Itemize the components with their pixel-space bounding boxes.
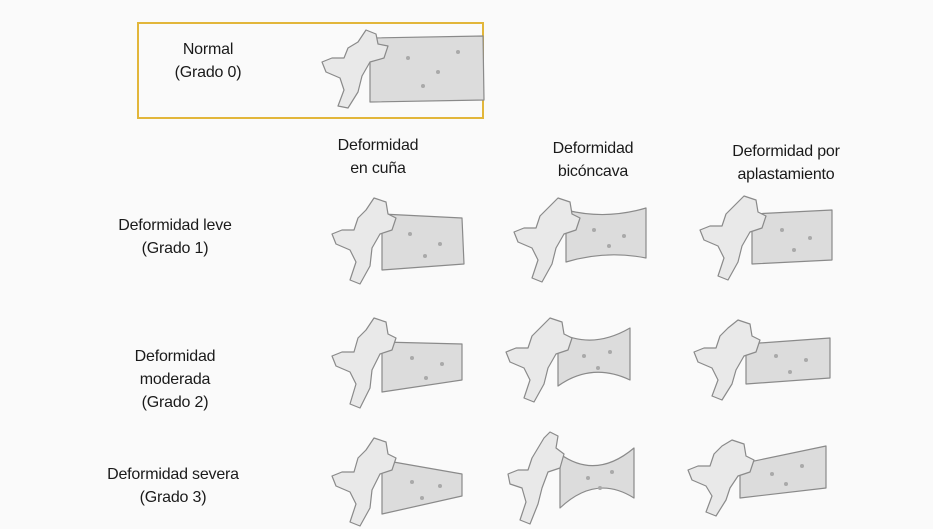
row-label-grade-3-line1: Deformidad severa xyxy=(92,463,254,486)
normal-label-line1: Normal xyxy=(152,38,264,61)
normal-label: Normal (Grado 0) xyxy=(152,38,264,84)
column-header-crush-line1: Deformidad por xyxy=(706,140,866,163)
column-header-biconcave-line1: Deformidad xyxy=(528,137,658,160)
column-header-crush-line2: aplastamiento xyxy=(706,163,866,186)
row-label-grade-2-line3: (Grado 2) xyxy=(100,391,250,414)
vertebra-biconcave-grade-3-illustration xyxy=(508,428,640,526)
row-label-grade-1-line2: (Grado 1) xyxy=(100,237,250,260)
column-header-wedge: Deformidad en cuña xyxy=(318,134,438,180)
row-label-grade-2-line2: moderada xyxy=(100,368,250,391)
column-header-crush: Deformidad por aplastamiento xyxy=(706,140,866,186)
vertebra-wedge-grade-3-illustration xyxy=(330,434,470,528)
row-label-grade-1: Deformidad leve (Grado 1) xyxy=(100,214,250,260)
row-label-grade-2: Deformidad moderada (Grado 2) xyxy=(100,345,250,414)
row-label-grade-3: Deformidad severa (Grado 3) xyxy=(92,463,254,509)
vertebra-crush-grade-1-illustration xyxy=(698,194,838,284)
vertebra-wedge-grade-2-illustration xyxy=(330,314,470,410)
vertebra-crush-grade-3-illustration xyxy=(684,434,832,518)
column-header-wedge-line2: en cuña xyxy=(318,157,438,180)
column-header-biconcave-line2: bicóncava xyxy=(528,160,658,183)
column-header-wedge-line1: Deformidad xyxy=(318,134,438,157)
vertebra-biconcave-grade-1-illustration xyxy=(514,196,654,284)
column-header-biconcave: Deformidad bicóncava xyxy=(528,137,658,183)
row-label-grade-3-line2: (Grado 3) xyxy=(92,486,254,509)
vertebra-crush-grade-2-illustration xyxy=(690,318,836,402)
row-label-grade-1-line1: Deformidad leve xyxy=(100,214,250,237)
vertebra-biconcave-grade-2-illustration xyxy=(506,316,636,404)
vertebra-normal-illustration xyxy=(318,28,488,110)
normal-label-line2: (Grado 0) xyxy=(152,61,264,84)
row-label-grade-2-line1: Deformidad xyxy=(100,345,250,368)
vertebra-wedge-grade-1-illustration xyxy=(330,194,470,286)
